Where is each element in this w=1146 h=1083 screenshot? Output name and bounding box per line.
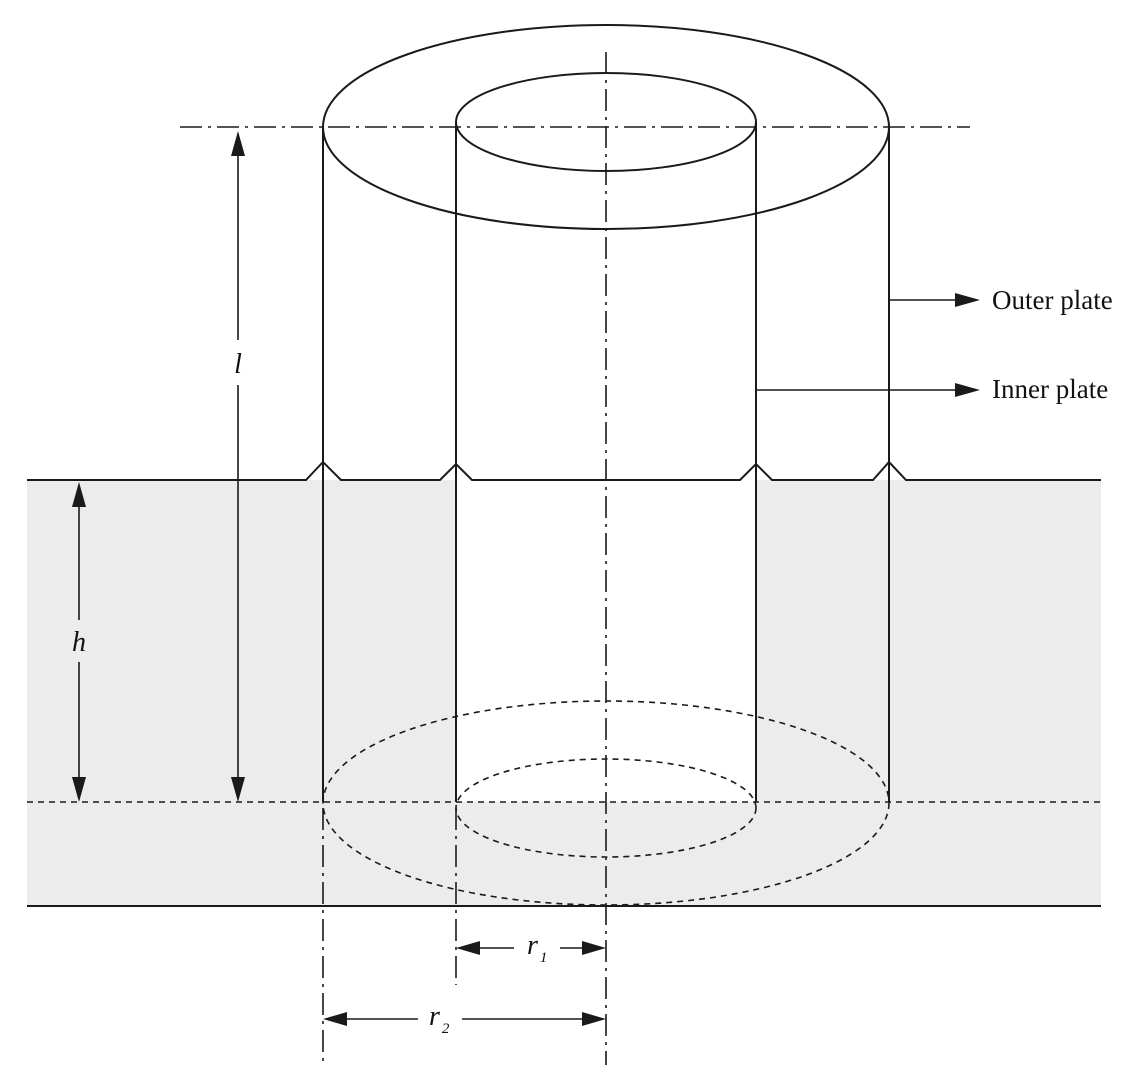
outer-plate-label: Outer plate — [992, 285, 1113, 315]
inner-plate-callout — [756, 383, 980, 397]
r2-dimension — [323, 1012, 606, 1026]
height-label: h — [72, 627, 86, 658]
length-label: l — [234, 349, 242, 380]
liquid-region-bottom — [456, 802, 756, 906]
liquid-surface-line — [27, 460, 1101, 481]
liquid-region-left — [27, 480, 456, 906]
r1-label-main: r — [527, 930, 538, 961]
liquid-region-right — [756, 480, 1101, 906]
r1-dimension — [456, 941, 606, 955]
outer-plate-callout — [889, 293, 980, 307]
height-dimension — [72, 482, 86, 802]
length-dimension — [231, 131, 245, 802]
r1-label-sub: 1 — [540, 950, 548, 966]
inner-plate-label: Inner plate — [992, 374, 1108, 404]
r2-label-main: r — [429, 1001, 440, 1032]
r2-label-sub: 2 — [442, 1021, 450, 1037]
